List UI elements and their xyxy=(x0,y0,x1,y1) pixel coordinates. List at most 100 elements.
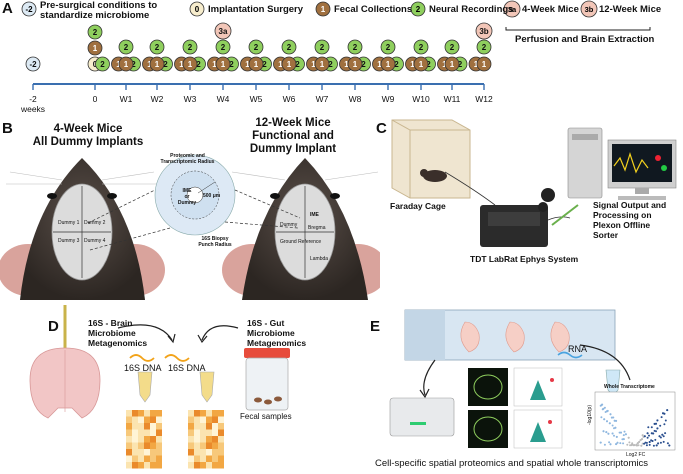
svg-text:2: 2 xyxy=(419,43,424,52)
heatmap-cell xyxy=(126,416,132,423)
timeline-badge-neural: 2 xyxy=(380,39,396,55)
volcano-point xyxy=(616,441,619,444)
volcano-point xyxy=(653,429,656,432)
svg-text:1: 1 xyxy=(386,60,391,69)
volcano-point xyxy=(609,413,612,416)
volcano-point xyxy=(643,442,646,445)
volcano-point xyxy=(643,435,646,438)
heatmap-cell xyxy=(206,436,212,443)
heatmap-right xyxy=(188,410,224,469)
heatmap-cell xyxy=(138,423,144,430)
volcano-point xyxy=(614,426,617,429)
volcano-point xyxy=(664,432,667,435)
volcano-point xyxy=(653,422,656,425)
heatmap-cell xyxy=(188,436,194,443)
dummy-2-label: Dummy 2 xyxy=(84,220,106,226)
svg-text:2: 2 xyxy=(328,60,333,69)
heatmap-cell xyxy=(150,423,156,430)
volcano-point xyxy=(650,432,653,435)
heatmap-cell xyxy=(138,416,144,423)
timeline-tick-label: W3 xyxy=(183,94,197,104)
panel-d-letter: D xyxy=(48,318,59,335)
heatmap-cell xyxy=(218,423,224,430)
dna-label-left: 16S DNA xyxy=(124,363,162,373)
heatmap-cell xyxy=(194,462,200,469)
timeline-tick-label: W2 xyxy=(150,94,164,104)
heatmap-cell xyxy=(194,455,200,462)
volcano-point xyxy=(627,436,630,439)
svg-text:2: 2 xyxy=(163,60,168,69)
volcano-point xyxy=(636,442,639,445)
ground-reference-label: Ground Reference xyxy=(280,239,322,245)
heatmap-cell xyxy=(156,462,162,469)
timeline-badge-fecal: 1 xyxy=(380,56,396,72)
timeline-badge-neural: 2 xyxy=(444,39,460,55)
svg-text:-2: -2 xyxy=(29,60,37,69)
svg-text:1: 1 xyxy=(221,60,226,69)
svg-text:1: 1 xyxy=(410,60,415,69)
timeline-badge-fecal: 1 xyxy=(476,56,492,72)
volcano-point xyxy=(646,432,649,435)
volcano-point xyxy=(609,443,612,446)
legend-badge-fecal: 1 xyxy=(315,1,331,17)
legend-badge-surgery: 0 xyxy=(189,1,205,17)
svg-text:1: 1 xyxy=(344,60,349,69)
timeline-badge-neural: 2 xyxy=(215,39,231,55)
volcano-point xyxy=(645,441,648,444)
volcano-point xyxy=(601,403,604,406)
volcano-frame xyxy=(594,391,676,451)
heatmap-cell xyxy=(144,449,150,456)
volcano-point xyxy=(608,441,611,444)
volcano-point xyxy=(628,441,631,444)
volcano-x-axis: Log2 FC xyxy=(626,452,646,458)
dna-label-right: 16S DNA xyxy=(168,363,206,373)
volcano-point xyxy=(603,418,606,421)
microbiome-workflow xyxy=(29,305,290,469)
heatmap-cell xyxy=(212,449,218,456)
heatmap-cell xyxy=(188,462,194,469)
svg-text:1: 1 xyxy=(450,60,455,69)
volcano-point xyxy=(611,424,614,427)
rna-label: RNA xyxy=(568,344,588,354)
heatmap-cell xyxy=(144,442,150,449)
volcano-point xyxy=(622,438,625,441)
volcano-point xyxy=(641,438,643,441)
heatmap-cell xyxy=(126,423,132,430)
heatmap-cell xyxy=(138,436,144,443)
volcano-y-axis: -log10(p) xyxy=(587,404,594,426)
volcano-point xyxy=(659,436,662,439)
timeline-tick-label: W1 xyxy=(119,94,133,104)
timeline-badge-fecal: 1 xyxy=(444,56,460,72)
heatmap-cell xyxy=(138,410,144,417)
timeline-badge-fecal: 1 xyxy=(87,40,103,56)
timeline-badge-fecal: 1 xyxy=(215,56,231,72)
volcano-point xyxy=(606,420,608,423)
svg-text:2: 2 xyxy=(450,43,455,52)
volcano-point xyxy=(645,444,648,447)
volcano-point xyxy=(613,434,615,437)
heatmap-cell xyxy=(218,442,224,449)
heatmap-cell xyxy=(212,462,218,469)
heatmap-cell xyxy=(156,423,162,430)
timeline-tick-label: W7 xyxy=(315,94,329,104)
legend-badge-4week: 3a xyxy=(503,0,521,18)
svg-text:2: 2 xyxy=(100,60,105,69)
heatmap-cell xyxy=(212,410,218,417)
heatmap-cell xyxy=(194,429,200,436)
svg-text:2: 2 xyxy=(221,43,226,52)
heatmap-cell xyxy=(156,416,162,423)
timeline-tick-label: W5 xyxy=(249,94,263,104)
brain-microbiome-label: 16S - Brain Microbiome Metagenomics xyxy=(88,318,148,348)
ime-label: IME xyxy=(310,212,319,218)
signal-output-label: Signal Output and Processing on Plexon O… xyxy=(593,200,667,240)
heatmap-cell xyxy=(156,436,162,443)
tdt-label: TDT LabRat Ephys System xyxy=(470,254,579,264)
heatmap-cell xyxy=(150,449,156,456)
whole-transcriptome-volcano xyxy=(594,391,676,451)
heatmap-cell xyxy=(200,410,206,417)
heatmap-cell xyxy=(206,442,212,449)
svg-text:1: 1 xyxy=(287,60,292,69)
svg-text:3a: 3a xyxy=(508,5,517,14)
computer xyxy=(567,127,677,200)
